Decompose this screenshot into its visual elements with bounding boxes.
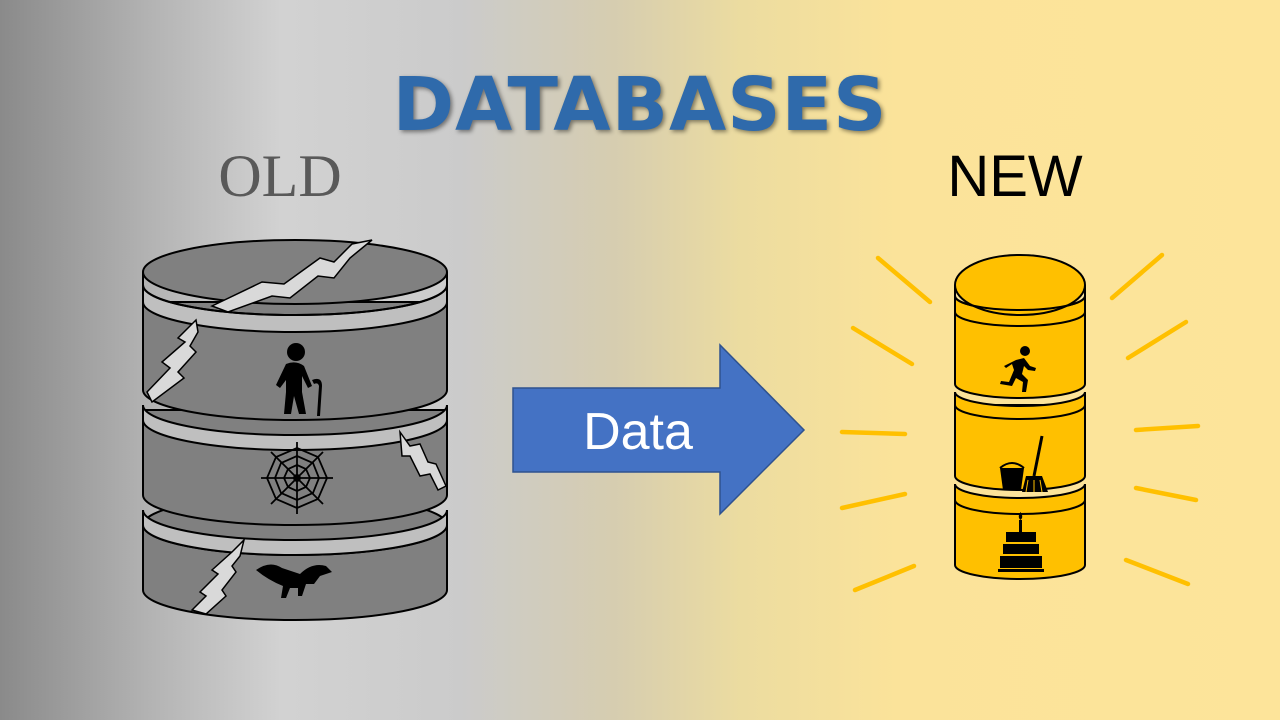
crack-bottom	[190, 537, 246, 615]
old-database-middle-disk	[142, 404, 448, 526]
new-label: NEW	[947, 144, 1083, 209]
crack-left-top	[146, 318, 199, 404]
crack-top	[210, 239, 373, 313]
old-label: OLD	[218, 143, 342, 209]
running-person-icon	[1000, 346, 1036, 392]
elderly-person-icon	[276, 343, 322, 416]
old-database-cracks	[146, 239, 447, 615]
data-arrow	[512, 343, 806, 516]
cleaning-bucket-mop-icon	[999, 435, 1048, 493]
old-database-top-disk	[142, 239, 448, 421]
new-database-top-disk	[954, 254, 1086, 399]
spider-web-icon	[261, 442, 333, 514]
new-database-glow-rays	[839, 252, 1201, 593]
crack-right-middle	[399, 429, 447, 492]
birthday-cake-icon	[998, 512, 1044, 572]
page-title: DATABASES	[392, 62, 888, 148]
arrow-label: Data	[583, 403, 693, 461]
dinosaur-icon	[256, 564, 332, 598]
old-database	[142, 239, 448, 621]
